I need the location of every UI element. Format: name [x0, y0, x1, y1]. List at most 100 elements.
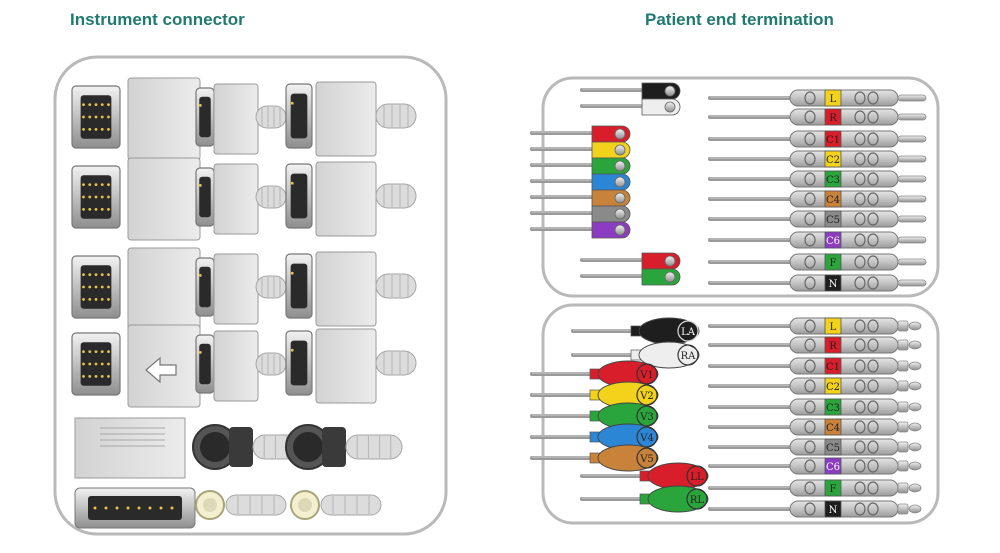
connector-shell-4: [213, 330, 259, 402]
banana-base: [897, 460, 909, 472]
pin-connector-c1: C1: [708, 357, 922, 375]
strain-relief-1: [255, 105, 287, 129]
clip-ring: [686, 488, 708, 510]
pin-color-band: [824, 398, 842, 416]
snap-lead-purple: [530, 221, 631, 239]
side-connector-4: [195, 334, 215, 394]
pin-connector-c4: C4: [708, 190, 927, 208]
clip-ring: [677, 344, 699, 366]
pin-label: C1: [826, 362, 840, 373]
snap-lead-green: [530, 157, 631, 175]
pin-color-band: [824, 130, 842, 148]
snap-lead-red: [580, 252, 681, 270]
pin-tip: [897, 113, 927, 121]
pin-connector-c5: C5: [708, 210, 927, 228]
clip-lead-ll: LL: [580, 462, 709, 490]
side-connector-3: [195, 257, 215, 317]
front-connector-3: [71, 255, 121, 319]
side-connector-2: [195, 167, 215, 227]
pin-label: C3: [826, 403, 840, 414]
pin-label: F: [830, 484, 837, 495]
pin-connector-l: L: [708, 317, 922, 335]
pin-plug-body: [789, 89, 899, 107]
pin-color-band: [824, 170, 842, 188]
snap-lead-grey: [530, 205, 631, 223]
snap-stud: [614, 208, 626, 220]
pin-label: L: [830, 94, 837, 105]
pin-tip: [897, 135, 927, 143]
pin-color-band: [824, 317, 842, 335]
clip-label: LL: [690, 472, 704, 483]
banana-base: [897, 421, 909, 433]
snap-lead-red: [530, 125, 631, 143]
pin-color-band: [824, 108, 842, 126]
pin-label: C6: [826, 462, 840, 473]
round-cable-tail-2: [345, 434, 403, 460]
snap-lead-brown: [530, 189, 631, 207]
clip-label: V4: [639, 433, 654, 444]
clip-lead-v4: V4: [530, 423, 659, 451]
banana-base: [897, 380, 909, 392]
strain-relief-2: [255, 185, 287, 209]
pin-tip: [897, 215, 927, 223]
clip-body: [597, 444, 659, 472]
patient-end-termination-heading: Patient end termination: [645, 10, 834, 29]
pin-tip: [897, 175, 927, 183]
pin-label: C6: [826, 236, 840, 247]
banana-tip: [908, 381, 922, 391]
clip-body: [647, 485, 709, 513]
pin-tip: [897, 195, 927, 203]
pin-connector-r: R: [708, 336, 922, 354]
snap-stud: [614, 128, 626, 140]
strain-relief-3: [255, 275, 287, 299]
clip-label: V2: [639, 391, 654, 402]
connector-housing-3: [127, 247, 201, 331]
pin-plug-body: [789, 108, 899, 126]
pin-color-band: [824, 274, 842, 292]
pin-color-band: [824, 336, 842, 354]
pin-color-band: [824, 438, 842, 456]
banana-tip: [908, 483, 922, 493]
banana-base: [897, 339, 909, 351]
dsub-profile-1: [285, 83, 313, 149]
pin-connector-f: F: [708, 253, 927, 271]
pin-connector-n: N: [708, 500, 922, 518]
clip-label: V3: [639, 412, 654, 423]
pin-connector-r: R: [708, 108, 927, 126]
snap-stud: [664, 255, 676, 267]
clip-label: V5: [639, 454, 654, 465]
snap-stud: [614, 160, 626, 172]
snap-stud: [664, 101, 676, 113]
wide-dsub-connector: [74, 487, 196, 529]
pin-label: L: [830, 322, 837, 333]
connector-shell-1: [213, 83, 259, 155]
connector-shell-b-2: [315, 161, 377, 237]
round-connector-1: [192, 424, 253, 470]
snap-stud: [614, 192, 626, 204]
pin-label: C3: [826, 175, 840, 186]
snap-stud: [614, 224, 626, 236]
snap-lead-yellow: [530, 141, 631, 159]
strain-relief-b-2: [375, 183, 417, 209]
din-connector-1: [195, 490, 225, 520]
pin-connector-n: N: [708, 274, 927, 292]
snap-lead-green: [580, 268, 681, 286]
front-connector-4: [71, 332, 121, 396]
pin-connector-c3: C3: [708, 398, 922, 416]
strain-relief-b-1: [375, 103, 417, 129]
din-cable-tail-2: [320, 494, 382, 516]
banana-base: [897, 320, 909, 332]
instrument-connector-heading: Instrument connector: [70, 10, 245, 29]
pin-connector-c6: C6: [708, 231, 927, 249]
snap-stud: [664, 85, 676, 97]
pin-connector-c3: C3: [708, 170, 927, 188]
clip-lead-v3: V3: [530, 402, 659, 430]
clip-ring: [636, 447, 658, 469]
pin-connector-c4: C4: [708, 418, 922, 436]
pin-connector-c5: C5: [708, 438, 922, 456]
pin-label: C2: [826, 155, 840, 166]
banana-base: [897, 503, 909, 515]
front-connector-1: [71, 85, 121, 149]
